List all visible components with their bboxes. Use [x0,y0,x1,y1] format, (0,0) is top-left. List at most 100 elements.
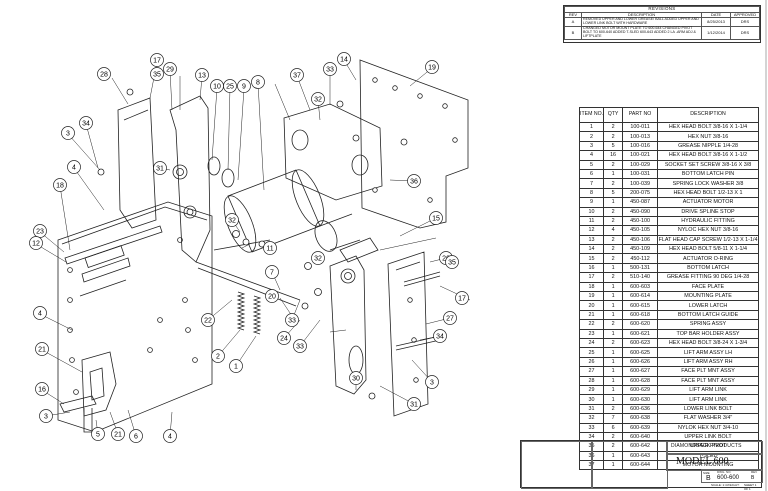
bom-qty: 1 [603,291,624,302]
qty-header: QTY [603,107,624,123]
approved-header: APPROVED [730,11,760,19]
bom-qty: 1 [603,384,624,396]
bom-qty: 2 [603,272,624,283]
bom-qty: 1 [603,347,624,358]
balloon-label: 12 [32,240,40,247]
sheet-size: B [706,475,711,482]
balloon-label: 31 [156,165,164,172]
description-header: DESCRIPTION [657,107,759,123]
item-balloon: 32 [311,251,325,265]
bom-part-no: 100-013 [622,131,659,142]
bom-qty: 16 [603,150,624,161]
bom-part-no: 450-109 [622,244,659,255]
bom-description: ACTUATOR MOTOR [657,197,759,208]
revision-row: B CHANGED MOTOR MOUNT PLATE TO 600-644 C… [564,26,760,41]
balloon-label: 17 [153,57,161,64]
balloon-label: 4 [72,164,76,171]
bom-part-no: 200-075 [622,187,659,199]
bom-item-no: 28 [578,375,605,386]
item-balloon: 14 [337,52,351,66]
item-balloon: 7 [265,265,279,279]
item-balloon: 17 [455,291,469,305]
bom-qty: 5 [603,187,624,199]
balloon-label: 11 [266,245,273,252]
balloon-label: 7 [270,269,274,276]
bom-description: HEX HEAD BOLT 3/8-16 X 1-1/4 [657,121,759,133]
bom-part-no: 600-627 [622,366,659,377]
item-balloon: 4 [163,429,177,443]
bom-part-no: 600-623 [622,337,659,349]
bom-item-no: 6 [578,168,605,180]
bom-description: LOWER LINK BOLT [657,403,759,415]
bom-description: BOTTOM LATCH [657,262,759,274]
bom-part-no: 100-011 [622,121,659,133]
balloon-label: 34 [436,333,444,340]
bom-part-no: 450-112 [622,253,659,264]
balloon-label: 21 [38,346,46,353]
balloon-label: 23 [36,228,44,235]
balloon-label: 33 [326,66,334,73]
bom-item-no: 4 [578,150,605,161]
bom-part-no: 600-615 [622,300,659,311]
bom-qty: 6 [603,422,624,433]
item-balloon: 1 [229,359,243,373]
bom-qty: 1 [603,300,624,311]
bom-qty: 1 [603,375,624,386]
item-balloon: 18 [53,178,67,192]
bom-description: HEX HEAD BOLT 3/8-16 X 1-1/2 [657,150,759,161]
item-balloon: 19 [425,60,439,74]
bom-item-no: 9 [578,197,605,208]
balloon-label: 27 [446,315,454,322]
balloon-label: 32 [228,217,236,224]
bom-part-no: 100-021 [622,150,659,161]
revision-description: CHANGED MOTOR MOUNT PLATE TO 600-644 CHA… [581,26,702,41]
revision-date: 1/12/2014 [701,26,731,41]
item-balloon: 13 [195,68,209,82]
balloon-label: 25 [226,83,234,90]
bom-qty: 2 [603,206,624,217]
bom-item-no: 15 [578,253,605,264]
balloon-label: 3 [430,379,434,386]
balloon-label: 21 [114,431,122,438]
balloon-label: 5 [96,431,100,438]
balloon-label: 35 [153,71,161,78]
bom-part-no: 450-087 [622,197,659,208]
balloon-label: 4 [38,310,42,317]
balloon-label: 33 [288,317,296,324]
bom-qty: 1 [603,328,624,340]
balloon-label: 36 [410,178,418,185]
item-balloon: 11 [263,241,277,255]
balloon-label: 16 [38,386,46,393]
item-balloon: 8 [251,75,265,89]
sheet-number: SHEET 1 OF 1 [744,483,757,491]
dwg-no-label: DWG. NO. [717,470,732,474]
bom-qty: 2 [603,403,624,415]
item-balloon: 23 [33,224,47,238]
bom-item-no: 13 [578,234,605,246]
bom-item-no: 3 [578,140,605,152]
item-balloon: 33 [285,313,299,327]
bom-description: ACTUATOR O-RING [657,253,759,264]
bom-item-no: 32 [578,413,605,424]
bom-part-no: 600-620 [622,319,659,330]
balloon-label: 33 [296,343,304,350]
company-name: DIAMONDBACK PRODUCTS [671,443,742,449]
bom-qty: 2 [603,234,624,246]
bom-item-no: 24 [578,337,605,349]
bom-item-no: 10 [578,206,605,217]
bom-qty: 1 [603,356,624,368]
bom-qty: 2 [603,319,624,330]
bom-qty: 1 [603,366,624,377]
bom-qty: 1 [603,309,624,321]
item-balloon: 3 [39,409,53,423]
